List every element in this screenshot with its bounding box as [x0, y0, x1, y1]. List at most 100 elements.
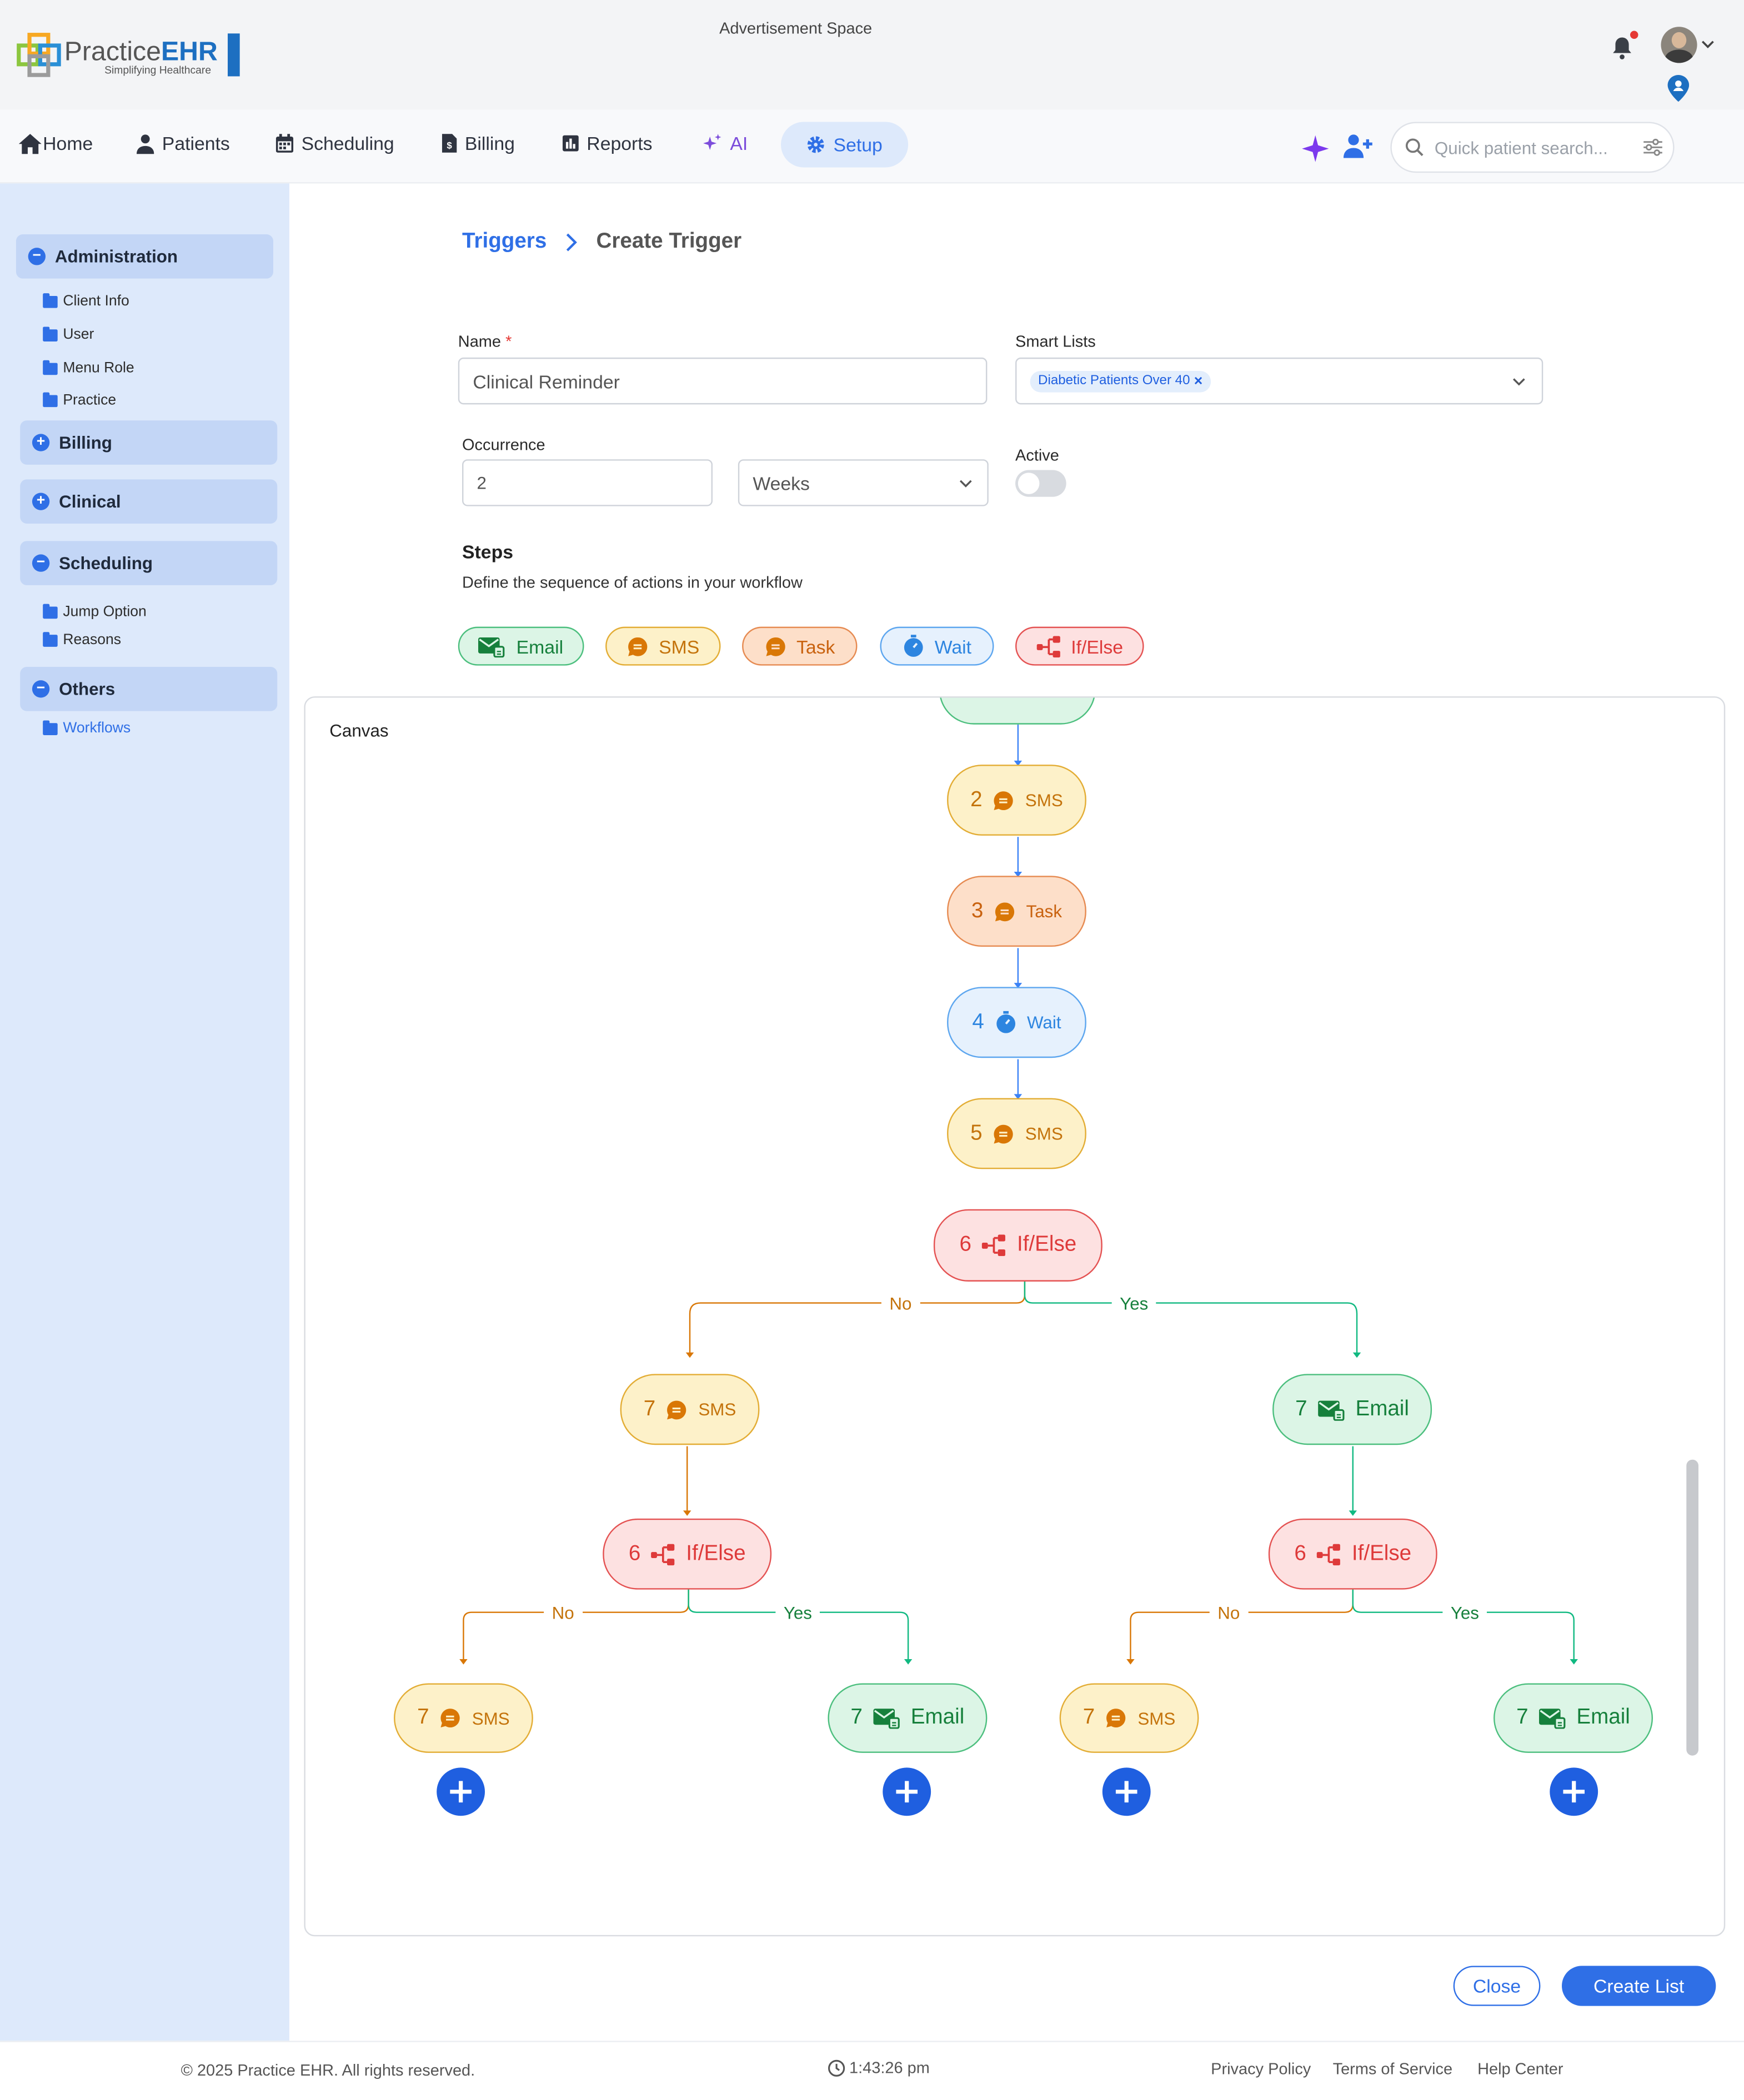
nav-setup[interactable]: Setup: [781, 122, 909, 168]
workflow-node-if-else[interactable]: 6 If/Else: [603, 1518, 772, 1590]
folder-icon: [43, 391, 58, 406]
sidebar-item-user[interactable]: User: [43, 324, 94, 346]
step-type-email[interactable]: Email: [458, 626, 584, 666]
nav-reports[interactable]: Reports: [562, 129, 653, 158]
sidebar-item-reasons[interactable]: Reasons: [43, 629, 121, 651]
smart-lists-select[interactable]: Diabetic Patients Over 40 ×: [1015, 357, 1543, 405]
step-type-task[interactable]: Task: [742, 626, 858, 666]
required-mark: *: [505, 332, 512, 351]
sidebar-item-practice[interactable]: Practice: [43, 390, 116, 411]
task-icon: [765, 636, 785, 656]
section-label: Clinical: [59, 491, 121, 512]
sidebar-item-jump-option[interactable]: Jump Option: [43, 601, 147, 623]
steps-description: Define the sequence of actions in your w…: [462, 573, 803, 592]
sidebar-section-billing[interactable]: + Billing: [20, 420, 278, 465]
breadcrumb-triggers-link[interactable]: Triggers: [462, 230, 547, 253]
quick-patient-search[interactable]: Quick patient search...: [1390, 122, 1675, 173]
sidebar-item-menu-role[interactable]: Menu Role: [43, 358, 134, 379]
user-menu[interactable]: [1661, 27, 1717, 64]
chevron-down-icon: [1701, 41, 1714, 48]
sidebar-item-label: Menu Role: [63, 360, 134, 376]
avatar: [1661, 27, 1697, 63]
canvas-scrollbar[interactable]: [1686, 1459, 1698, 1756]
step-type-if-else[interactable]: If/Else: [1015, 626, 1144, 666]
nav-scheduling[interactable]: Scheduling: [275, 129, 394, 158]
sidebar-section-scheduling[interactable]: − Scheduling: [20, 541, 278, 585]
step-type-wait[interactable]: Wait: [880, 626, 994, 666]
sidebar-section-clinical[interactable]: + Clinical: [20, 479, 278, 524]
nav-ai[interactable]: AI: [702, 129, 748, 158]
workflow-node-email[interactable]: 7 Email: [1494, 1683, 1653, 1753]
nav-home[interactable]: Home: [18, 129, 93, 158]
smart-list-tag[interactable]: Diabetic Patients Over 40 ×: [1030, 370, 1211, 392]
add-step-button[interactable]: [437, 1767, 485, 1816]
workflow-node-sms[interactable]: 7 SMS: [620, 1374, 760, 1445]
workflow-node-email[interactable]: 7 Email: [1272, 1374, 1432, 1445]
active-label: Active: [1015, 446, 1059, 465]
sidebar-item-client-info[interactable]: Client Info: [43, 290, 129, 312]
workflow-node-step-1[interactable]: [939, 697, 1096, 725]
node-label: Email: [910, 1706, 965, 1729]
workflow-node-task[interactable]: 3 Task: [947, 876, 1086, 947]
folder-icon: [43, 631, 58, 646]
close-button[interactable]: Close: [1453, 1966, 1541, 2006]
occurrence-unit-select[interactable]: Weeks: [738, 459, 989, 506]
workflow-node-wait[interactable]: 4 Wait: [947, 987, 1086, 1058]
billing-icon: $: [442, 134, 457, 153]
workflow-node-sms[interactable]: 7 SMS: [1059, 1683, 1199, 1753]
add-step-button[interactable]: [1550, 1767, 1598, 1816]
section-label: Scheduling: [59, 553, 153, 574]
ai-assistant-icon[interactable]: [1302, 135, 1329, 162]
task-icon: [995, 902, 1015, 921]
logo-accent: EHR: [161, 37, 218, 67]
step-type-label: SMS: [659, 635, 700, 657]
notifications-button[interactable]: [1611, 31, 1638, 63]
chat-bubble-icon: [441, 1709, 460, 1728]
name-input[interactable]: Clinical Reminder: [458, 357, 988, 405]
bell-icon: [1613, 37, 1631, 59]
add-step-button[interactable]: [1102, 1767, 1151, 1816]
node-number: 7: [1295, 1397, 1307, 1420]
create-list-button[interactable]: Create List: [1562, 1966, 1716, 2006]
email-icon: [1317, 1400, 1345, 1420]
node-number: 7: [643, 1397, 656, 1420]
app-logo[interactable]: PracticeEHR Simplifying Healthcare: [16, 32, 244, 81]
footer-link-help[interactable]: Help Center: [1477, 2059, 1563, 2078]
plus-icon: [1115, 1781, 1137, 1803]
folder-icon: [43, 720, 58, 735]
workflow-node-sms[interactable]: 5 SMS: [947, 1098, 1086, 1169]
chat-bubble-icon: [1106, 1709, 1126, 1728]
active-toggle[interactable]: [1015, 470, 1066, 497]
location-pin-icon[interactable]: [1667, 75, 1690, 102]
chat-bubble-icon: [994, 791, 1014, 810]
nav-label: Reports: [587, 132, 653, 154]
add-patient-icon[interactable]: [1343, 134, 1373, 158]
close-button-label: Close: [1472, 1975, 1521, 1997]
occurrence-unit-value: Weeks: [753, 472, 810, 494]
chevron-down-icon: [959, 480, 972, 488]
sidebar-section-others[interactable]: − Others: [20, 667, 278, 711]
folder-icon: [43, 292, 58, 308]
workflow-node-sms[interactable]: 7 SMS: [394, 1683, 533, 1753]
add-step-button[interactable]: [883, 1767, 931, 1816]
footer-link-terms[interactable]: Terms of Service: [1332, 2059, 1453, 2078]
nav-patients[interactable]: Patients: [136, 129, 230, 158]
remove-tag-icon[interactable]: ×: [1194, 373, 1203, 389]
workflow-canvas[interactable]: Canvas: [304, 696, 1726, 1937]
sidebar-item-workflows[interactable]: Workflows: [43, 718, 131, 740]
folder-icon: [43, 326, 58, 341]
node-number: 5: [970, 1121, 983, 1144]
footer-link-privacy[interactable]: Privacy Policy: [1211, 2059, 1311, 2078]
section-label: Others: [59, 679, 116, 699]
sidebar-section-administration[interactable]: − Administration: [16, 234, 273, 279]
workflow-node-sms[interactable]: 2 SMS: [947, 765, 1086, 836]
workflow-node-if-else[interactable]: 6 If/Else: [1268, 1518, 1437, 1590]
filter-sliders-icon[interactable]: [1643, 138, 1662, 157]
nav-billing[interactable]: $ Billing: [442, 129, 515, 158]
workflow-node-email[interactable]: 7 Email: [828, 1683, 988, 1753]
occurrence-input[interactable]: 2: [462, 459, 713, 506]
chat-bubble-icon: [994, 1124, 1014, 1143]
sidebar-item-label: User: [63, 326, 94, 343]
step-type-sms[interactable]: SMS: [605, 626, 721, 666]
workflow-node-if-else[interactable]: 6 If/Else: [933, 1209, 1102, 1282]
